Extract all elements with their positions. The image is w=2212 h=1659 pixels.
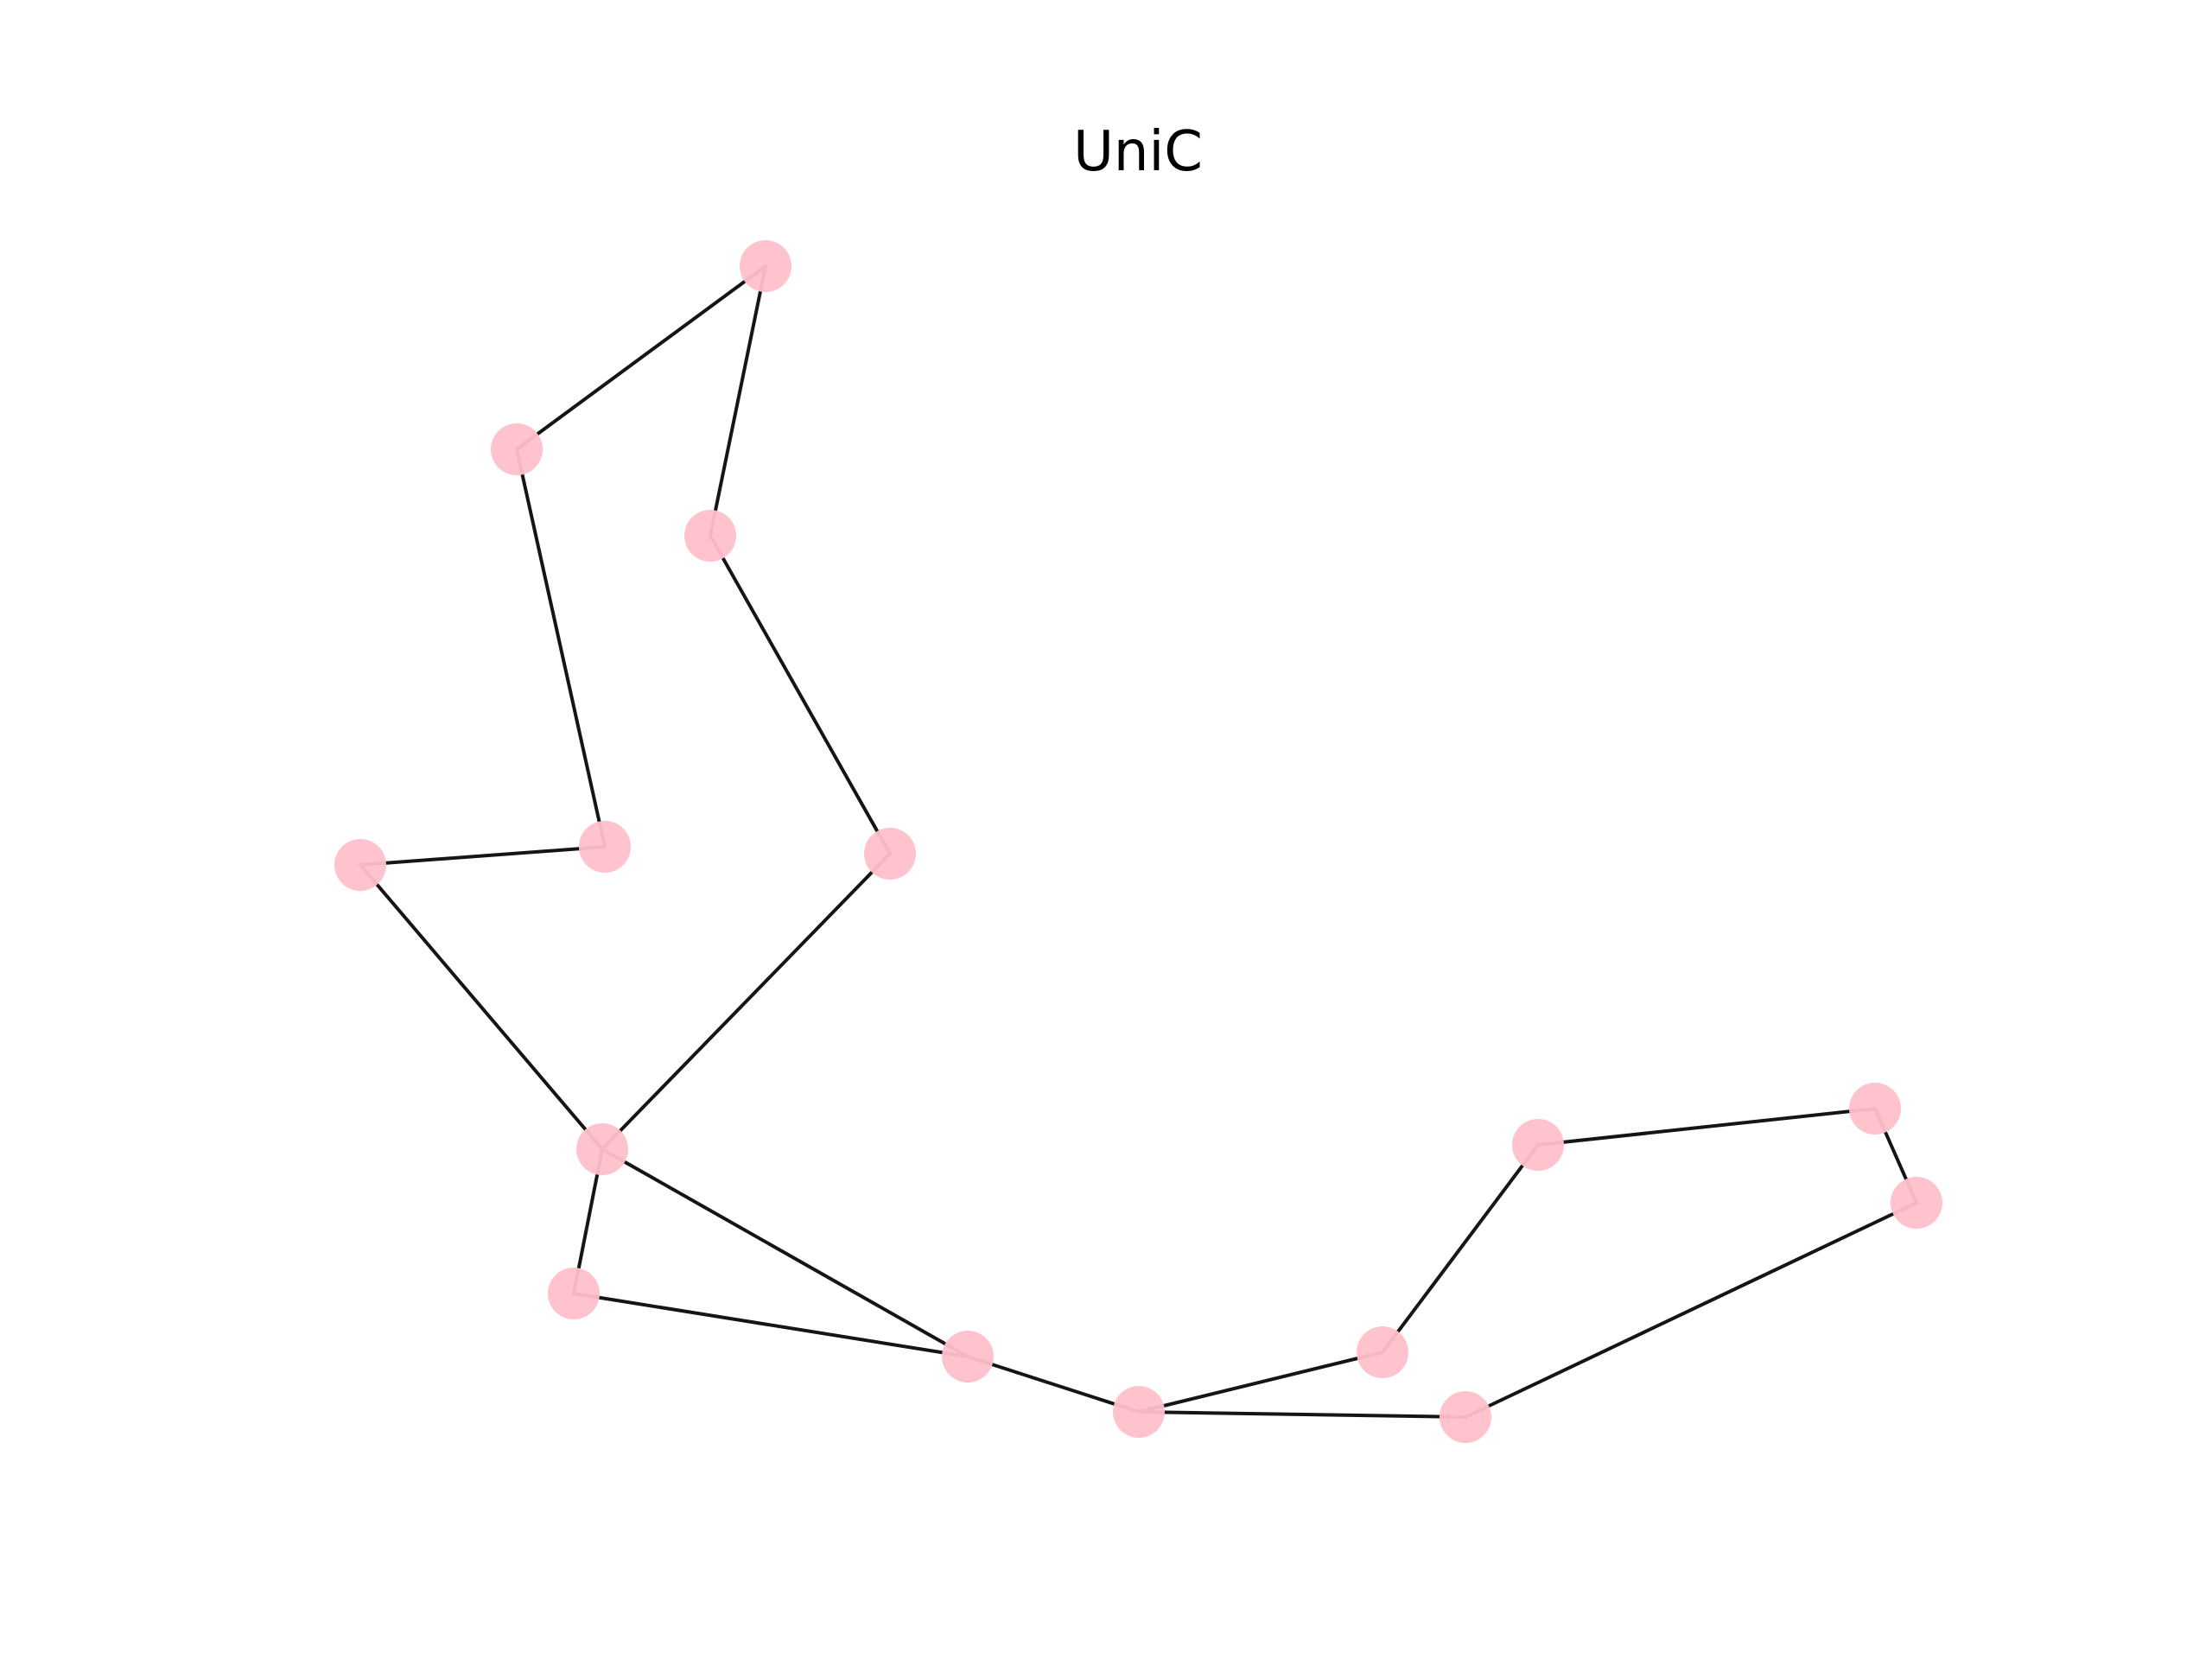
graph-node	[1849, 1083, 1901, 1135]
edge-layer	[359, 264, 1918, 1419]
graph-node	[1113, 1386, 1165, 1438]
graph-node	[1357, 1326, 1408, 1378]
graph-edge	[1137, 1351, 1384, 1414]
graph-edge	[1464, 1201, 1918, 1419]
graph-node	[740, 240, 791, 292]
graph-edge	[1137, 1410, 1467, 1419]
graph-edge	[601, 852, 892, 1151]
graph-edge	[515, 448, 607, 849]
graph-edge	[515, 264, 767, 451]
graph-title: UniC	[1073, 120, 1203, 184]
graph-node	[1891, 1177, 1942, 1229]
graph-edge	[1536, 1107, 1877, 1147]
graph-node	[548, 1268, 600, 1319]
graph-node	[1440, 1391, 1491, 1443]
graph-edge	[601, 1147, 969, 1358]
graph-edge	[359, 845, 607, 867]
graph-node	[942, 1331, 994, 1382]
graph-node	[334, 839, 386, 891]
graph-node	[576, 1123, 628, 1175]
graph-node	[864, 828, 916, 880]
graph-node	[684, 510, 736, 562]
graph-node	[1512, 1119, 1564, 1171]
graph-edge	[1381, 1143, 1540, 1354]
graph-edge	[709, 264, 767, 537]
graph-edge	[572, 1292, 969, 1358]
graph-node	[491, 423, 543, 475]
graph-edge	[709, 534, 892, 855]
graph-edge	[966, 1355, 1141, 1414]
node-layer	[334, 240, 1942, 1443]
graph-node	[579, 821, 631, 873]
graph-edge	[359, 863, 604, 1151]
